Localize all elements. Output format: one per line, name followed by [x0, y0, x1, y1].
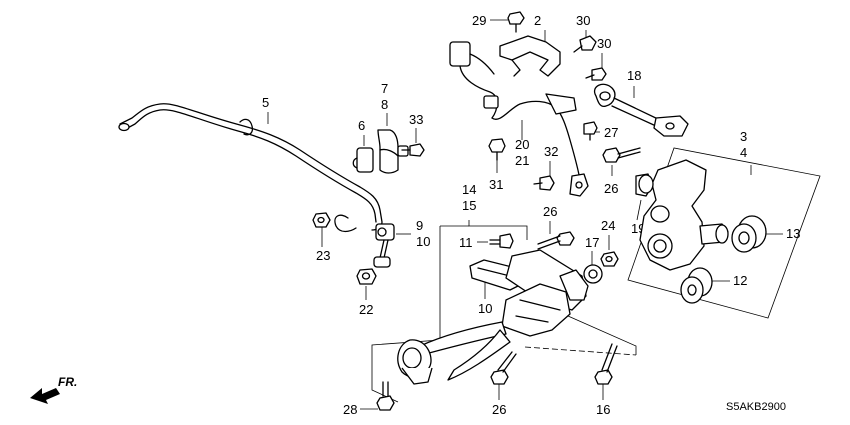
callout-12: 11 — [459, 235, 473, 250]
callout-8: 8 — [381, 97, 388, 112]
washer-18 — [583, 264, 603, 284]
bolt-32 — [533, 175, 555, 191]
callout-2: 2 — [534, 13, 541, 28]
callout-14: 13 — [786, 226, 800, 241]
callout-29: 28 — [343, 402, 357, 417]
callout-26a: 26 — [604, 181, 618, 196]
callout-4: 4 — [740, 145, 747, 160]
callout-7: 7 — [381, 81, 388, 96]
callout-31a: 30 — [597, 36, 611, 51]
front-label: FR. — [58, 375, 77, 389]
bolt-31a — [585, 67, 607, 81]
bolt-12 — [489, 233, 514, 249]
callout-27: 27 — [604, 125, 618, 140]
stabilizer-bushing — [352, 129, 409, 174]
stabilizer-link — [373, 223, 395, 268]
nut-23 — [356, 268, 377, 285]
nut-25 — [600, 251, 619, 267]
callout-16: 15 — [462, 198, 476, 213]
bolt-27 — [583, 121, 598, 141]
sensor-bracket — [499, 35, 561, 77]
bolt-26b — [490, 351, 517, 385]
bolt-28 — [537, 231, 575, 250]
bolt-31b — [488, 138, 506, 161]
callout-32: 32 — [544, 144, 558, 159]
callout-28: 26 — [543, 204, 557, 219]
callout-13: 12 — [733, 273, 747, 288]
diagram-code: S5AKB2900 — [726, 401, 786, 413]
callout-30b: 30 — [576, 13, 590, 28]
front-direction-marker: FR. — [30, 375, 77, 404]
bolt-33 — [401, 143, 425, 157]
leader-lines — [267, 19, 783, 410]
callout-21: 20 — [515, 137, 529, 152]
bolt-30a — [507, 11, 525, 33]
callout-9: 9 — [416, 218, 423, 233]
trailing-arm-group-box — [468, 220, 528, 240]
callout-15: 14 — [462, 182, 476, 197]
stabilizer-bar — [118, 103, 383, 233]
bolt-29 — [376, 381, 395, 411]
callout-10: 10 — [416, 234, 430, 249]
callout-labels: 29 2 30 30 18 5 7 8 6 33 27 3 4 20 21 32… — [262, 13, 800, 417]
front-arrow-icon — [30, 388, 60, 404]
nut-24 — [312, 212, 331, 228]
callout-6: 6 — [358, 118, 365, 133]
callout-33: 33 — [409, 112, 423, 127]
bushing-20 — [638, 174, 654, 194]
callout-19: 18 — [627, 68, 641, 83]
callout-24: 23 — [316, 248, 330, 263]
callout-23: 22 — [359, 302, 373, 317]
callout-30a: 29 — [472, 13, 486, 28]
abs-sensor-harness — [449, 41, 589, 197]
callout-17: 16 — [596, 402, 610, 417]
callout-18: 17 — [585, 235, 599, 250]
bolt-30b — [573, 35, 597, 53]
upper-arm — [593, 83, 689, 137]
callout-22: 21 — [515, 153, 529, 168]
callout-25: 24 — [601, 218, 615, 233]
callout-26b: 26 — [492, 402, 506, 417]
callout-11: 10 — [478, 301, 492, 316]
callout-3: 3 — [740, 129, 747, 144]
group-boxes — [371, 147, 821, 403]
bushing-14 — [731, 215, 767, 253]
bolt-17 — [594, 343, 618, 385]
callout-31b: 31 — [489, 177, 503, 192]
trailing-arm — [397, 249, 589, 385]
bushing-13 — [680, 267, 713, 304]
callout-5: 5 — [262, 95, 269, 110]
bolt-26a — [602, 147, 641, 163]
